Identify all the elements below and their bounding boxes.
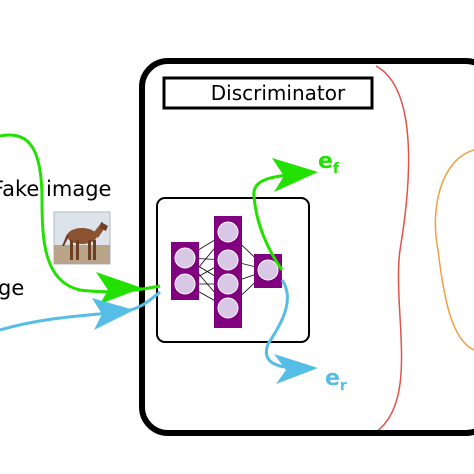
discriminator-frame xyxy=(139,58,474,436)
neuron xyxy=(217,249,239,271)
discriminator-title-box xyxy=(162,76,374,110)
real-output-path xyxy=(265,279,301,370)
neuron xyxy=(217,297,239,319)
real-output-arrowhead xyxy=(274,354,318,384)
real-input-arrowhead xyxy=(92,298,134,330)
neuron xyxy=(174,247,196,269)
fake-output-arrowhead xyxy=(272,158,318,192)
neuron xyxy=(217,221,239,243)
horse-image-icon xyxy=(53,211,111,265)
neuron xyxy=(174,273,196,295)
neuron xyxy=(217,273,239,295)
fake-input-arrowhead xyxy=(96,272,142,304)
real-image-label: ge xyxy=(0,276,24,300)
outer-contour xyxy=(375,65,410,433)
fake-output-path xyxy=(252,172,301,271)
real-output-label: er xyxy=(325,366,347,394)
fake-image-label: Fake image xyxy=(0,177,111,201)
fake-output-label: ef xyxy=(318,149,340,177)
neuron xyxy=(257,259,279,281)
inner-contour xyxy=(434,149,474,351)
discriminator-title: Discriminator xyxy=(211,81,346,105)
